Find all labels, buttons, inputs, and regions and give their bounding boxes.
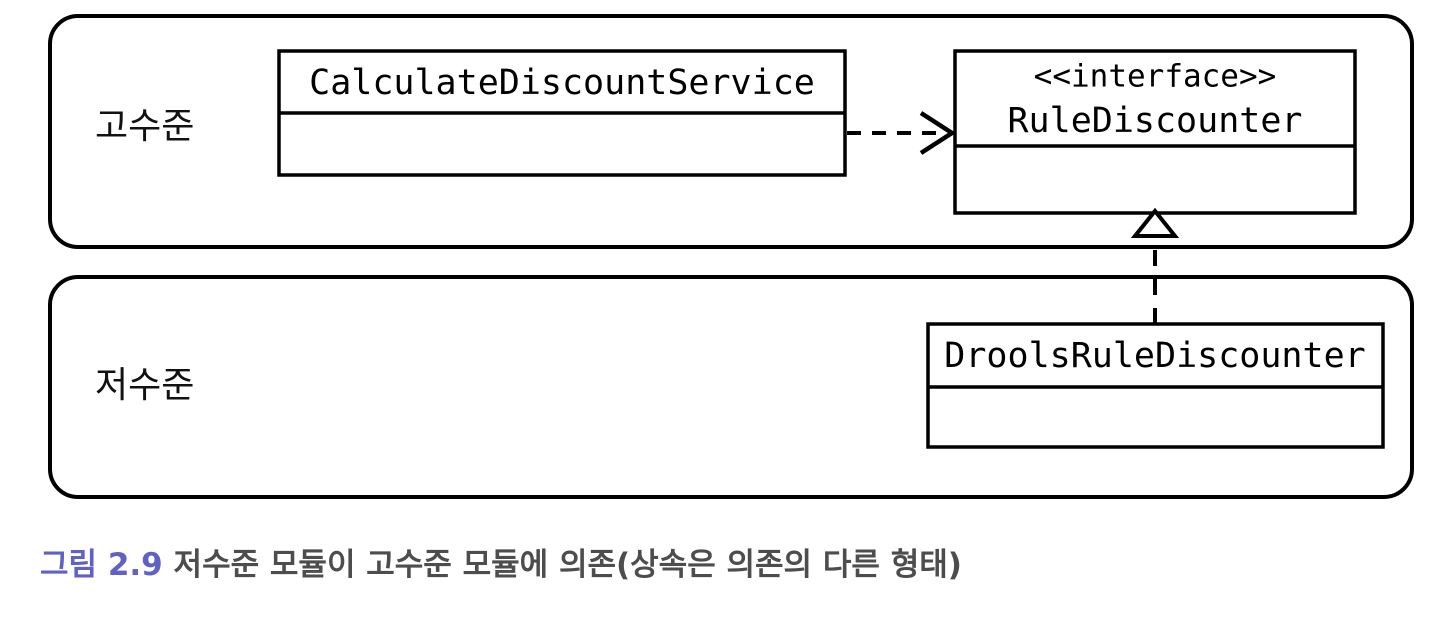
layer-label-high-level: 고수준	[95, 106, 194, 147]
layer-label-low-level: 저수준	[95, 365, 194, 406]
figure-caption-text: 저수준 모듈이 고수준 모듈에 의존(상속은 의존의 다른 형태)	[173, 547, 962, 583]
figure-number: 그림 2.9	[40, 547, 163, 583]
realization-triangle-arrowhead	[1130, 207, 1180, 238]
class-name-label: DroolsRuleDiscounter	[944, 336, 1365, 376]
figure-caption: 그림 2.9 저수준 모듈이 고수준 모듈에 의존(상속은 의존의 다른 형태)	[40, 546, 1420, 585]
class-name-label: CalculateDiscountService	[309, 63, 815, 103]
relation-dependency	[847, 111, 957, 155]
class-box-calculate-discount-service: CalculateDiscountService	[277, 49, 847, 177]
dependency-arrowhead	[919, 111, 957, 155]
relation-realization	[1130, 207, 1180, 324]
class-stereotype-label: <<interface>>	[1034, 59, 1277, 95]
class-box-drools-rule-discounter: DroolsRuleDiscounter	[926, 322, 1385, 449]
class-box-rule-discounter: <<interface>> RuleDiscounter	[953, 49, 1357, 215]
class-name-label: RuleDiscounter	[1007, 101, 1302, 141]
